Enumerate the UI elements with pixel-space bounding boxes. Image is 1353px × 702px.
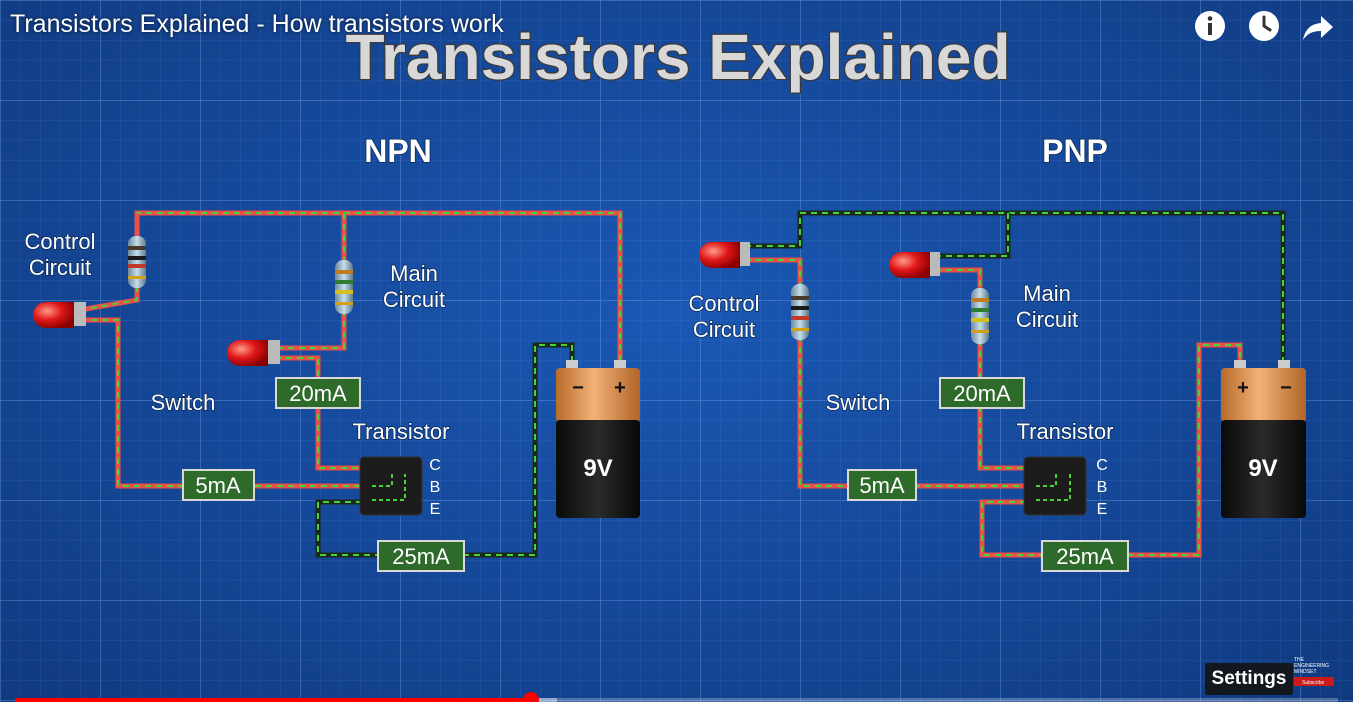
pnp-control-resistor <box>791 284 809 340</box>
pnp-control-label-line1: Control <box>689 291 760 316</box>
pnp-battery-neg: − <box>1280 377 1292 399</box>
npn-control-label-line2: Circuit <box>29 255 91 280</box>
npn-current-main: 20mA <box>289 381 347 406</box>
npn-transistor <box>359 456 423 516</box>
npn-battery-voltage: 9V <box>583 455 612 482</box>
pnp-battery-pos: + <box>1237 377 1249 399</box>
npn-current-control: 5mA <box>195 473 241 498</box>
progress-bar[interactable] <box>15 692 1338 702</box>
pnp-pin-b: B <box>1097 479 1108 496</box>
pnp-main-label-line1: Main <box>1023 281 1071 306</box>
npn-pin-e: E <box>430 501 441 518</box>
channel-logo-icon: THE ENGINEERING MINDSET Subscribe <box>1294 657 1334 686</box>
settings-tooltip[interactable]: Settings <box>1205 663 1293 695</box>
share-icon <box>1303 16 1333 40</box>
pnp-current-control: 5mA <box>859 473 905 498</box>
npn-pin-c: C <box>429 457 441 474</box>
watermark-subscribe: Subscribe <box>1302 680 1324 686</box>
npn-current-control-box <box>182 469 255 501</box>
npn-control-resistor <box>128 236 146 288</box>
watch-later-icon <box>1249 11 1279 41</box>
pnp-main-resistor <box>971 288 989 344</box>
info-icon <box>1195 11 1225 41</box>
npn-switch-label: Switch <box>151 390 216 415</box>
npn-battery-pos: + <box>614 377 626 399</box>
video-title[interactable]: Transistors Explained - How transistors … <box>10 10 504 38</box>
npn-control-led <box>33 302 86 328</box>
npn-control-label-line1: Control <box>25 229 96 254</box>
npn-main-resistor <box>335 260 353 314</box>
pnp-battery-voltage: 9V <box>1248 455 1277 482</box>
progress-played <box>15 698 531 702</box>
pnp-current-total: 25mA <box>1056 544 1114 569</box>
npn-title: NPN <box>364 133 432 169</box>
pnp-transistor <box>1023 456 1087 516</box>
pnp-current-main-box <box>939 377 1025 409</box>
pnp-current-total-box <box>1041 540 1129 572</box>
pnp-title: PNP <box>1042 133 1108 169</box>
pnp-battery <box>1221 360 1306 518</box>
pnp-control-label-line2: Circuit <box>693 317 755 342</box>
pnp-transistor-label: Transistor <box>1017 419 1114 444</box>
share-button[interactable] <box>1300 8 1336 44</box>
pnp-main-led <box>889 252 940 278</box>
npn-current-main-box <box>275 377 361 409</box>
video-heading: Transistors Explained <box>345 21 1010 93</box>
pnp-current-control-box <box>847 469 917 501</box>
npn-main-led <box>227 340 280 366</box>
pnp-control-led <box>699 242 750 268</box>
channel-watermark[interactable]: THE ENGINEERING MINDSET Subscribe <box>1294 655 1336 691</box>
progress-scrubber[interactable] <box>522 692 539 702</box>
npn-battery <box>556 360 640 518</box>
pnp-current-main: 20mA <box>953 381 1011 406</box>
pnp-pin-e: E <box>1097 501 1108 518</box>
pnp-wires <box>745 210 1286 558</box>
npn-main-label-line2: Circuit <box>383 287 445 312</box>
npn-transistor-label: Transistor <box>353 419 450 444</box>
watermark-line1: THE <box>1294 657 1305 663</box>
npn-current-total: 25mA <box>392 544 450 569</box>
pnp-pin-c: C <box>1096 457 1108 474</box>
pnp-diagram <box>699 210 1306 558</box>
pnp-main-label-line2: Circuit <box>1016 307 1078 332</box>
watch-later-button[interactable] <box>1246 8 1282 44</box>
watermark-line2: ENGINEERING <box>1294 663 1329 669</box>
pnp-switch-label: Switch <box>826 390 891 415</box>
info-button[interactable] <box>1192 8 1228 44</box>
npn-main-label-line1: Main <box>390 261 438 286</box>
npn-current-total-box <box>377 540 465 572</box>
npn-battery-neg: − <box>572 377 584 399</box>
watermark-line3: MINDSET <box>1294 669 1317 675</box>
npn-pin-b: B <box>430 479 441 496</box>
